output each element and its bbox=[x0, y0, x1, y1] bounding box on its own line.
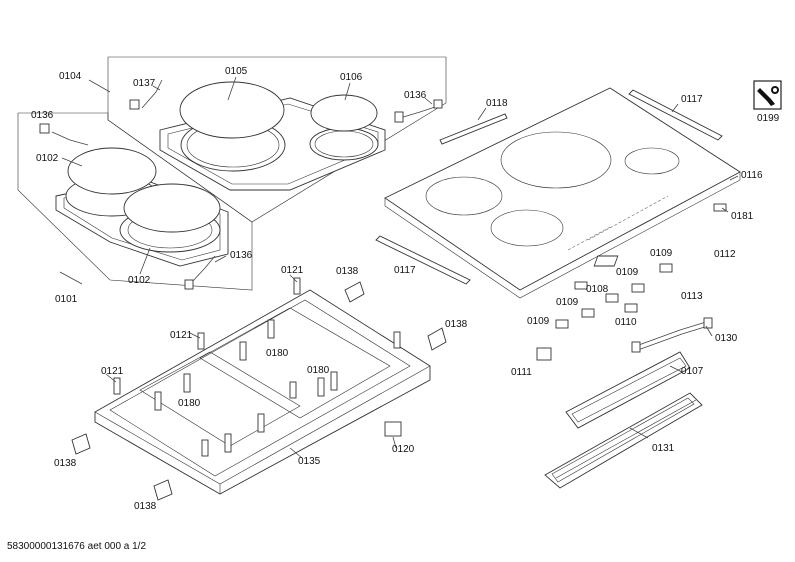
label-0181: 0181 bbox=[731, 211, 754, 222]
wrench-icon bbox=[753, 80, 782, 110]
housing-frame bbox=[71, 277, 447, 501]
label-0120: 0120 bbox=[392, 444, 415, 455]
label-0138: 0138 bbox=[336, 266, 359, 277]
label-0180: 0180 bbox=[307, 365, 330, 376]
label-0112: 0112 bbox=[714, 249, 736, 260]
label-0109: 0109 bbox=[650, 248, 673, 259]
part-labels: 0104 0137 0105 0106 0136 0136 0102 0136 … bbox=[31, 66, 780, 512]
label-0102: 0102 bbox=[36, 153, 59, 164]
label-0135: 0135 bbox=[298, 456, 321, 467]
label-0102: 0102 bbox=[128, 275, 151, 286]
label-0137: 0137 bbox=[133, 78, 156, 89]
label-0109: 0109 bbox=[527, 316, 550, 327]
label-0138: 0138 bbox=[445, 319, 468, 330]
label-0136: 0136 bbox=[404, 90, 427, 101]
group-0101 bbox=[17, 112, 253, 291]
label-0104: 0104 bbox=[59, 71, 82, 82]
label-0138: 0138 bbox=[54, 458, 77, 469]
label-0109: 0109 bbox=[616, 267, 639, 278]
label-0131: 0131 bbox=[652, 443, 675, 454]
drawing-number: 58300000131676 aet 000 a 1/2 bbox=[7, 541, 147, 552]
control-parts bbox=[536, 255, 713, 489]
label-0116: 0116 bbox=[741, 170, 763, 181]
label-0121: 0121 bbox=[281, 265, 304, 276]
label-0180: 0180 bbox=[266, 348, 289, 359]
leader-lines bbox=[61, 76, 739, 459]
label-0136: 0136 bbox=[230, 250, 253, 261]
label-0121: 0121 bbox=[101, 366, 124, 377]
label-0106: 0106 bbox=[340, 72, 363, 83]
label-0121: 0121 bbox=[170, 330, 193, 341]
label-0118: 0118 bbox=[486, 98, 508, 109]
group-0104 bbox=[88, 56, 447, 223]
label-0111: 0111 bbox=[511, 367, 532, 378]
label-0199: 0199 bbox=[757, 113, 780, 124]
label-0101: 0101 bbox=[55, 294, 78, 305]
label-0180: 0180 bbox=[178, 398, 201, 409]
label-0109: 0109 bbox=[556, 297, 579, 308]
label-0108: 0108 bbox=[586, 284, 609, 295]
label-0138: 0138 bbox=[134, 501, 157, 512]
label-0105: 0105 bbox=[225, 66, 248, 77]
label-0130: 0130 bbox=[715, 333, 738, 344]
label-0136: 0136 bbox=[31, 110, 54, 121]
glass-ceramic-top bbox=[375, 87, 741, 299]
label-0117: 0117 bbox=[681, 94, 703, 105]
label-0107: 0107 bbox=[681, 366, 704, 377]
label-0110: 0110 bbox=[615, 317, 637, 328]
label-0117: 0117 bbox=[394, 265, 416, 276]
label-0113: 0113 bbox=[681, 291, 703, 302]
